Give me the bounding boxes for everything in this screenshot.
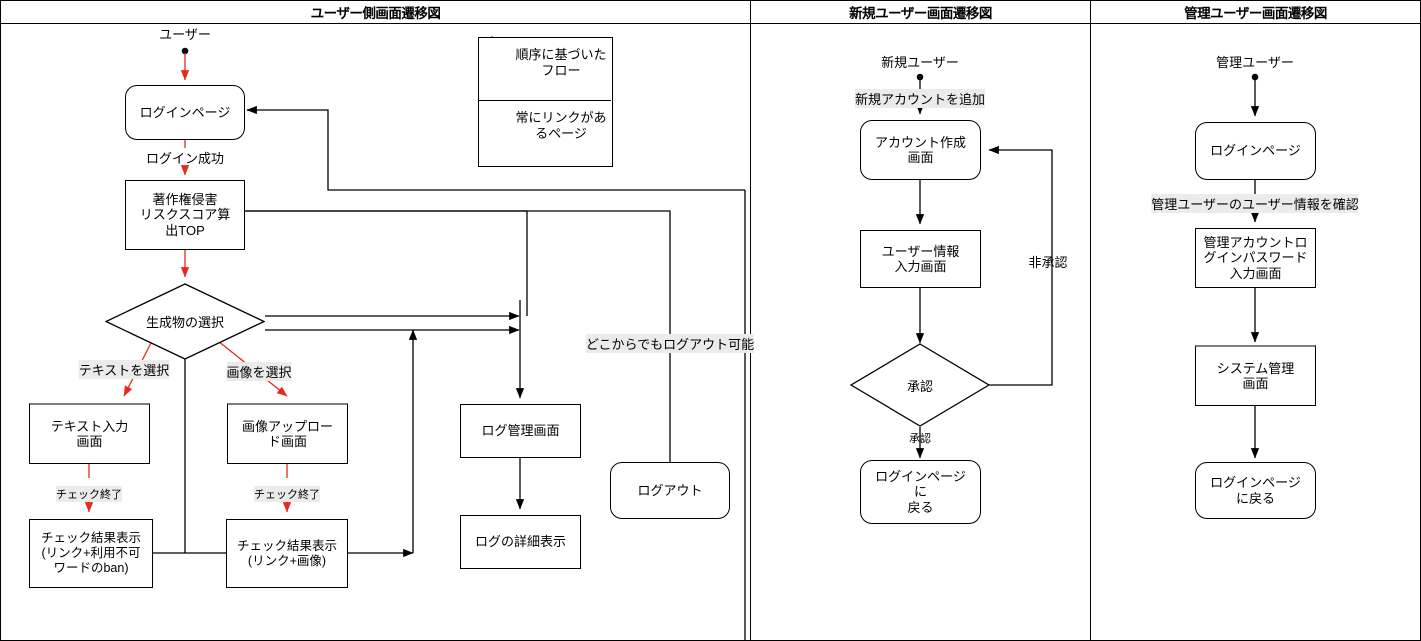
legend-divider <box>478 100 611 101</box>
edge-label-add-new-account: 新規アカウントを追加 <box>854 89 986 108</box>
node-text-check-result[interactable]: チェック結果表示 (リンク+利用不可 ワードのban) <box>29 519 153 588</box>
node-user-login-page[interactable]: ログインページ <box>125 85 245 140</box>
panel-title-new-user: 新規ユーザー画面遷移図 <box>750 0 1091 24</box>
node-image-check-result[interactable]: チェック結果表示 (リンク+画像) <box>226 519 348 588</box>
edge-label-select-text: テキストを選択 <box>78 360 170 379</box>
panel-title-admin: 管理ユーザー画面遷移図 <box>1090 0 1421 24</box>
edge-label-check-done-text: チェック終了 <box>56 486 122 502</box>
edge-label-confirm-user-info: 管理ユーザーのユーザー情報を確認 <box>1151 194 1359 213</box>
panel-title-user-text: ユーザー側画面遷移図 <box>310 6 441 21</box>
node-generation-choice-label: 生成物の選択 <box>145 315 224 330</box>
legend-always-link-label: 常にリンクがあるページ <box>515 110 607 142</box>
legend-sequence-flow-label: 順序に基づいたフロー <box>515 47 607 79</box>
node-approval-decision-label: 承認 <box>906 378 933 394</box>
node-image-upload-screen[interactable]: 画像アップロー ド画面 <box>227 403 348 464</box>
node-log-admin-screen[interactable]: ログ管理画面 <box>460 404 581 458</box>
node-create-account-screen[interactable]: アカウント作成 画面 <box>860 120 981 180</box>
node-user-login-page-label: ログインページ <box>139 104 231 120</box>
edge-label-rejected: 非承認 <box>1028 255 1068 270</box>
panel-title-admin-text: 管理ユーザー画面遷移図 <box>1184 6 1327 21</box>
node-logout[interactable]: ログアウト <box>610 462 730 519</box>
node-admin-password-screen[interactable]: 管理アカウントロ グインパスワード 入力画面 <box>1195 228 1316 288</box>
node-system-admin-screen[interactable]: システム管理 画面 <box>1195 345 1316 406</box>
panel-title-new-user-text: 新規ユーザー画面遷移図 <box>849 6 992 21</box>
node-approval-decision[interactable]: 承認 <box>850 343 990 427</box>
node-text-input-screen[interactable]: テキスト入力 画面 <box>29 403 150 464</box>
node-admin-back-to-login[interactable]: ログインページ に戻る <box>1195 462 1316 519</box>
node-new-user-back-to-login[interactable]: ログインページ に 戻る <box>860 460 981 524</box>
edge-label-approved: 承認 <box>909 433 931 445</box>
new-user-start-label: 新規ユーザー <box>881 55 959 70</box>
node-admin-login-page[interactable]: ログインページ <box>1195 122 1316 180</box>
edge-label-login-success: ログイン成功 <box>145 151 225 166</box>
panel-title-user: ユーザー側画面遷移図 <box>0 0 751 24</box>
node-user-info-input-screen[interactable]: ユーザー情報 入力画面 <box>860 230 981 288</box>
edge-label-logout-anywhere: どこからでもログアウト可能 <box>585 334 755 353</box>
user-start-label: ユーザー <box>159 27 211 42</box>
edge-label-select-image: 画像を選択 <box>226 362 292 381</box>
admin-start-label: 管理ユーザー <box>1216 55 1294 70</box>
node-risk-score-top[interactable]: 著作権侵害 リスクスコア算 出TOP <box>125 180 245 250</box>
edge-label-check-done-image: チェック終了 <box>254 486 320 502</box>
node-generation-choice[interactable]: 生成物の選択 <box>105 283 265 360</box>
legend-box <box>478 37 613 167</box>
node-log-detail-screen[interactable]: ログの詳細表示 <box>460 515 581 569</box>
